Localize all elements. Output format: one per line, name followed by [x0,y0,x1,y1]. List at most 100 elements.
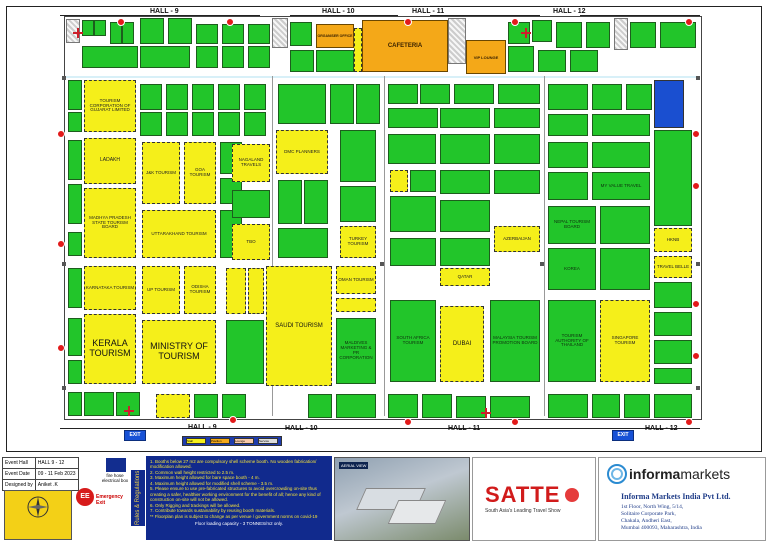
pavilion-nagaland[interactable]: NAGALAND TRAVELS [232,144,270,182]
stall[interactable] [68,318,82,356]
stall[interactable] [592,114,650,136]
stall[interactable] [192,112,214,136]
pavilion-thailand[interactable]: TOURISM AUTHORITY OF THAILAND [548,300,596,382]
stall[interactable] [388,108,438,128]
stall[interactable] [330,84,354,124]
stall[interactable] [244,84,266,110]
pavilion-up[interactable]: UP TOURISM [142,266,180,314]
stall[interactable] [168,18,192,44]
stall[interactable] [422,394,452,418]
stall[interactable] [140,18,164,44]
stall[interactable] [68,184,82,224]
stall[interactable] [592,142,650,168]
pavilion-gujarat[interactable]: TOURISM CORPORATION OF GUJARAT LIMITED [84,80,136,132]
stall[interactable] [440,170,490,194]
stall[interactable] [222,46,244,68]
exit-right[interactable]: EXIT [612,430,634,441]
stall[interactable] [654,312,692,336]
pavilion-south-africa[interactable]: SOUTH AFRICA TOURISM [390,300,436,382]
stall[interactable] [336,394,376,418]
stall[interactable] [548,84,588,110]
stall[interactable] [222,394,246,418]
pavilion-small[interactable] [226,268,246,314]
stall[interactable] [624,394,650,418]
organiser-office[interactable]: ORGANISER OFFICE [316,24,354,48]
stall[interactable] [390,196,436,232]
pavilion-saudi[interactable]: SAUDI TOURISM [266,266,332,386]
stall[interactable] [388,394,418,418]
pavilion-tbo-left[interactable]: TBO [232,224,270,260]
stall[interactable] [548,172,588,200]
stall[interactable] [68,232,82,256]
stall[interactable] [68,80,82,110]
stall[interactable] [388,134,436,164]
stall[interactable] [654,130,692,226]
stall[interactable] [586,22,610,48]
stall[interactable] [570,50,598,72]
stall[interactable] [494,134,540,164]
stall[interactable] [110,22,122,44]
stall[interactable] [68,268,82,308]
stall[interactable] [140,84,162,110]
stall[interactable] [84,392,114,416]
stall[interactable] [194,394,218,418]
pavilion-turkey[interactable]: TURKEY TOURISM [340,226,376,258]
stall[interactable] [68,360,82,384]
stall[interactable] [592,394,620,418]
stall[interactable] [196,24,218,44]
stall[interactable] [232,190,270,218]
pavilion-goa[interactable]: GOA TOURISM [184,142,216,204]
stall[interactable] [556,22,582,48]
stall[interactable] [122,22,134,44]
stall[interactable] [548,394,588,418]
pavilion-small[interactable] [390,170,408,192]
stall[interactable] [244,112,266,136]
stall[interactable] [248,24,270,44]
pavilion-malaysia[interactable]: MALAYSIA TOURISM PROMOTION BOARD [490,300,540,382]
stall[interactable] [654,394,692,418]
stall[interactable] [600,206,650,244]
stall[interactable] [226,320,264,384]
stall[interactable] [390,238,436,266]
stall[interactable] [94,20,106,36]
stall[interactable] [538,50,566,72]
stall[interactable] [592,84,622,110]
pavilion-oman[interactable]: OMAN TOURISM [336,266,376,294]
pavilion-uttarakhand[interactable]: UTTARAKHAND TOURISM [142,210,216,258]
pavilion-singapore[interactable]: SINGAPORE TOURISM [600,300,650,382]
stall[interactable] [192,84,214,110]
stall[interactable] [290,22,312,46]
pavilion-hknb[interactable]: HKNB [654,228,692,252]
stall[interactable] [600,248,650,290]
cafeteria[interactable]: CAFETERIA [362,20,448,72]
stall[interactable] [548,142,588,168]
stall[interactable] [654,340,692,364]
pavilion-maldives[interactable]: MALDIVES MARKETING & PR CORPORATION [336,318,376,384]
stall[interactable] [660,22,696,48]
stall[interactable] [454,84,494,104]
pavilion-madhya-pradesh[interactable]: MADHYA PRADESH STATE TOURISM BOARD [84,188,136,258]
stall[interactable] [654,368,692,384]
pavilion-korea[interactable]: KOREA [548,248,596,290]
stall[interactable] [456,396,486,418]
stall[interactable] [440,200,490,232]
pavilion-azerbaijan[interactable]: AZERBAIJAN [494,226,540,252]
exit-left[interactable]: EXIT [124,430,146,441]
pavilion-ladakh[interactable]: LADAKH [84,138,136,184]
pavilion-my-value[interactable]: MY VALUE TRAVEL [592,172,650,200]
stall[interactable] [494,108,540,128]
stall[interactable] [498,84,540,104]
pavilion-dubai[interactable]: DUBAI [440,306,484,382]
stall[interactable] [316,50,354,72]
pavilion-small[interactable] [156,394,190,418]
stall[interactable] [218,112,240,136]
stall[interactable] [388,84,418,104]
stall[interactable] [68,112,82,132]
stall[interactable] [304,180,328,224]
pavilion-dmc-planners[interactable]: DMC PLANNERS [276,130,328,174]
pavilion-strip[interactable] [354,28,362,72]
stall[interactable] [420,84,450,104]
pavilion-jk[interactable]: J&K TOURISM [142,142,180,204]
stall[interactable] [68,140,82,180]
stall[interactable] [82,20,94,36]
